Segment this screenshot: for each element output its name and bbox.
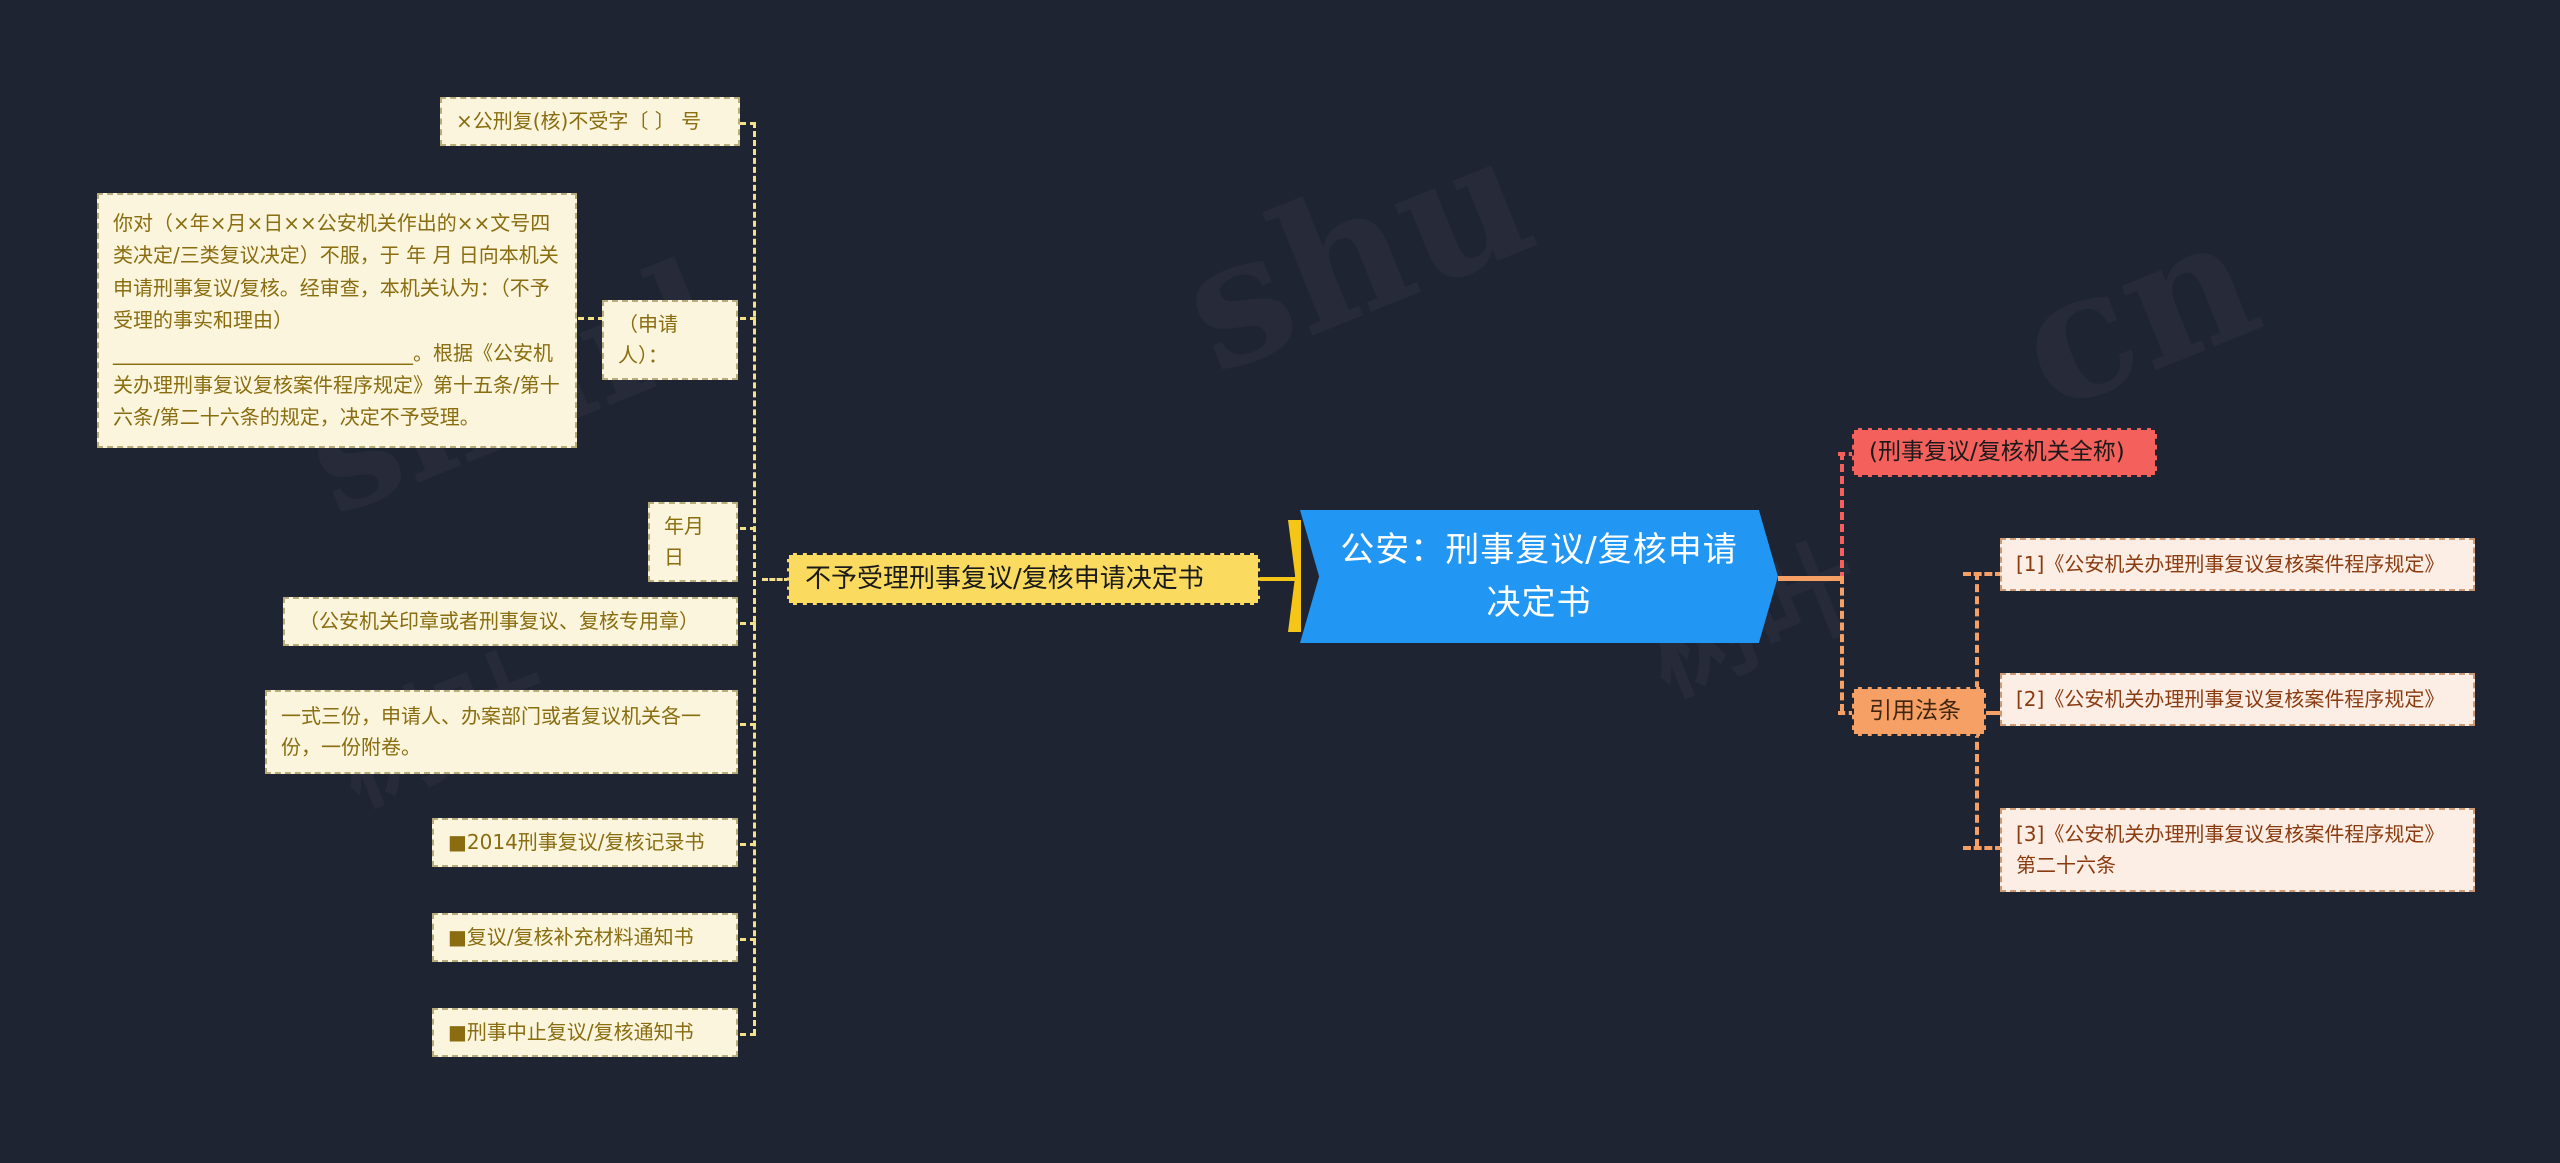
node-related-suspend[interactable]: ■刑事中止复议/复核通知书 bbox=[432, 1008, 738, 1057]
node-label: ■2014刑事复议/复核记录书 bbox=[448, 830, 705, 854]
connector-stub bbox=[740, 1033, 756, 1036]
node-seal[interactable]: （公安机关印章或者刑事复议、复核专用章） bbox=[283, 597, 738, 646]
node-label: ■刑事中止复议/复核通知书 bbox=[448, 1020, 694, 1044]
node-copies[interactable]: 一式三份，申请人、办案部门或者复议机关各一份，一份附卷。 bbox=[265, 690, 738, 774]
node-related-supplement[interactable]: ■复议/复核补充材料通知书 bbox=[432, 913, 738, 962]
connector-left-spine bbox=[753, 122, 756, 1035]
central-node-accent bbox=[1288, 520, 1301, 632]
node-label: ■复议/复核补充材料通知书 bbox=[448, 925, 694, 949]
central-node-label: 公安：刑事复议/复核申请决定书 bbox=[1340, 529, 1738, 623]
node-label: [2]《公安机关办理刑事复议复核案件程序规定》 bbox=[2016, 687, 2445, 711]
connector-stub bbox=[740, 122, 756, 125]
node-label: （申请人）： bbox=[618, 312, 678, 367]
node-label: ×公刑复(核)不受字〔 〕 号 bbox=[456, 109, 702, 133]
connector-authority-stub bbox=[1838, 452, 1856, 456]
node-cited-laws[interactable]: 引用法条 bbox=[1852, 687, 1986, 736]
connector-stub bbox=[740, 622, 756, 625]
connector-laws-vertical bbox=[1840, 576, 1844, 712]
watermark-text: cn bbox=[1990, 174, 2284, 452]
connector-stub bbox=[740, 317, 756, 320]
node-law-1[interactable]: [1]《公安机关办理刑事复议复核案件程序规定》 bbox=[2000, 538, 2475, 591]
node-label: [1]《公安机关办理刑事复议复核案件程序规定》 bbox=[2016, 552, 2445, 576]
connector-central-to-right bbox=[1778, 576, 1842, 581]
node-law-2[interactable]: [2]《公安机关办理刑事复议复核案件程序规定》 bbox=[2000, 673, 2475, 726]
node-date[interactable]: 年月日 bbox=[648, 502, 738, 582]
node-label: 年月日 bbox=[664, 514, 704, 569]
branch-not-accepted[interactable]: 不予受理刑事复议/复核申请决定书 bbox=[787, 553, 1260, 605]
node-law-3[interactable]: [3]《公安机关办理刑事复议复核案件程序规定》第二十六条 bbox=[2000, 808, 2475, 892]
connector-stub bbox=[740, 843, 756, 846]
connector-law-stub bbox=[1963, 572, 2003, 576]
connector-law-stub bbox=[1963, 846, 2003, 850]
connector-stub bbox=[740, 527, 756, 530]
connector-authority-vertical bbox=[1840, 452, 1844, 580]
connector-stub bbox=[740, 723, 756, 726]
node-label: （公安机关印章或者刑事复议、复核专用章） bbox=[299, 609, 699, 633]
node-authority[interactable]: (刑事复议/复核机关全称) bbox=[1852, 428, 2157, 477]
connector-stub bbox=[578, 317, 604, 320]
connector-branch-to-central bbox=[1260, 577, 1296, 581]
node-label: [3]《公安机关办理刑事复议复核案件程序规定》第二十六条 bbox=[2016, 822, 2445, 877]
watermark-text: shu bbox=[1154, 91, 1558, 413]
node-label: 引用法条 bbox=[1869, 697, 1961, 724]
central-node[interactable]: 公安：刑事复议/复核申请决定书 bbox=[1300, 510, 1778, 643]
node-applicant[interactable]: （申请人）： bbox=[602, 300, 738, 380]
connector-laws-stub bbox=[1838, 711, 1856, 715]
branch-label: 不予受理刑事复议/复核申请决定书 bbox=[805, 563, 1204, 594]
node-label: 你对（×年×月×日××公安机关作出的××文号四类决定/三类复议决定）不服，于 年… bbox=[113, 211, 560, 430]
node-label: (刑事复议/复核机关全称) bbox=[1869, 438, 2125, 465]
node-body-text[interactable]: 你对（×年×月×日××公安机关作出的××文号四类决定/三类复议决定）不服，于 年… bbox=[97, 193, 577, 448]
node-label: 一式三份，申请人、办案部门或者复议机关各一份，一份附卷。 bbox=[281, 704, 701, 759]
node-related-record[interactable]: ■2014刑事复议/复核记录书 bbox=[432, 818, 738, 867]
connector-branch-link bbox=[762, 578, 790, 581]
node-doc-number[interactable]: ×公刑复(核)不受字〔 〕 号 bbox=[440, 97, 740, 146]
connector-stub bbox=[740, 938, 756, 941]
